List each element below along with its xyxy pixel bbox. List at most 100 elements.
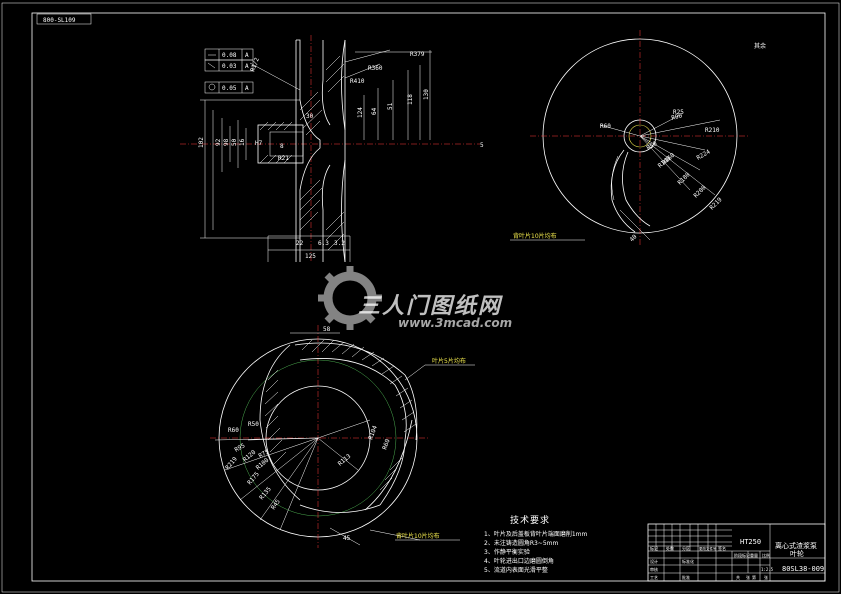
tb-cell-14: 共 bbox=[736, 574, 740, 580]
dim-16: 16 bbox=[239, 138, 246, 146]
blade-view: R219 R175 R135 R120 R100 R95 R75 R60 R50… bbox=[210, 325, 475, 548]
dim-64: 64 bbox=[371, 107, 378, 115]
tech-item-5: 5、流道内表面光滑平整 bbox=[484, 567, 548, 574]
plan-dim-r224: R224 bbox=[696, 148, 712, 161]
dim-r1-2: R1/2 bbox=[249, 56, 261, 72]
blade-dim-r60: R60 bbox=[228, 427, 239, 434]
rear-shroud-section bbox=[296, 39, 321, 262]
dim-125: 125 bbox=[305, 253, 316, 260]
tb-cell-1: 处数 bbox=[666, 545, 674, 551]
blade-dim-45: 45 bbox=[343, 535, 351, 542]
blade-label-top: 叶片5片均布 bbox=[432, 357, 466, 365]
plan-dim-40: 40 bbox=[628, 233, 638, 243]
dim-3-2: 3.2 bbox=[334, 240, 345, 247]
dim-r360: R360 bbox=[368, 65, 383, 72]
tb-cell-15: 张 bbox=[746, 574, 750, 580]
elevation-view: 0.08 0.03 0.05 A A A bbox=[180, 35, 484, 263]
tb-cell-7: 标准化 bbox=[682, 558, 694, 564]
tolerance-frame-3 bbox=[204, 81, 254, 94]
tb-cell-8: 阶段标记 bbox=[734, 552, 750, 558]
blade-1 bbox=[294, 342, 418, 441]
plan-dim-r90: R90 bbox=[671, 112, 684, 122]
dim-130: 130 bbox=[423, 89, 430, 100]
watermark-gear-icon bbox=[318, 266, 382, 330]
watermark: 三人门图纸网 www.3mcad.com bbox=[320, 258, 530, 338]
tb-cell-9: 重量 bbox=[750, 552, 758, 558]
tb-cell-3: 更改文件号 bbox=[699, 546, 717, 551]
tech-item-2: 2、未注铸造圆角R3~5mm bbox=[484, 540, 559, 547]
plan-dim-r180: R180 bbox=[676, 171, 691, 186]
tech-item-4: 4、叶轮进出口边磨圆倒角 bbox=[484, 558, 554, 565]
blade-dim-r50: R50 bbox=[248, 421, 259, 428]
dim-22: 22 bbox=[296, 240, 304, 247]
plan-dim-r219: R219 bbox=[708, 196, 723, 211]
blade-label-bottom: 背叶片10片均布 bbox=[396, 532, 440, 540]
title-material: HT250 bbox=[740, 538, 761, 546]
datum-ref-3: A bbox=[245, 85, 249, 92]
blade-dim-58: 58 bbox=[323, 326, 331, 333]
dim-30: 30 bbox=[306, 113, 314, 120]
plan-label: 背叶片10片均布 bbox=[513, 232, 557, 240]
blade-4 bbox=[299, 504, 381, 513]
dim-92: 92 bbox=[215, 138, 222, 146]
dim-5: 5 bbox=[480, 142, 484, 149]
tb-cell-11: 审核 bbox=[650, 566, 658, 572]
plan-dim-r210: R210 bbox=[705, 127, 720, 134]
tb-cell-18: 1:2.5 bbox=[761, 567, 774, 572]
blade-dim-r45: R45 bbox=[270, 498, 282, 511]
dim-r410: R410 bbox=[350, 78, 365, 85]
tech-item-3: 3、作静平衡实验 bbox=[484, 549, 530, 556]
dim-124: 124 bbox=[357, 107, 364, 118]
plan-dim-r200: R200 bbox=[692, 184, 707, 199]
stamp-box bbox=[36, 13, 92, 25]
plan-dim-r60: R60 bbox=[600, 123, 611, 130]
blade-5 bbox=[379, 439, 406, 506]
title-name-2: 叶轮 bbox=[790, 549, 804, 558]
plan-dim-r50: R50 bbox=[646, 140, 659, 152]
tb-cell-4: 签名 bbox=[718, 545, 726, 551]
blade-dim-r75: R75 bbox=[258, 448, 271, 460]
plan-dim-r25: R25 bbox=[673, 109, 684, 116]
dim-6-3: 6.3 bbox=[318, 240, 329, 247]
tech-item-1: 1、叶片及后盖板背叶片端面磨削1mm bbox=[484, 531, 588, 538]
blade-2 bbox=[364, 419, 413, 511]
dim-118: 118 bbox=[407, 94, 414, 105]
tb-cell-0: 标记 bbox=[650, 545, 658, 551]
blade-dim-r95: R95 bbox=[234, 442, 247, 454]
dim-50: 50 bbox=[231, 138, 238, 146]
inner-border bbox=[31, 12, 826, 582]
watermark-url: www.3mcad.com bbox=[398, 316, 513, 330]
blade-3 bbox=[259, 344, 301, 501]
tb-cell-6: 设计 bbox=[650, 558, 658, 564]
tb-cell-12: 工艺 bbox=[650, 575, 658, 580]
tb-cell-16: 第 bbox=[752, 574, 756, 580]
blade-dim-r104: R104 bbox=[367, 424, 379, 440]
dim-8: 8 bbox=[280, 143, 284, 150]
back-vane bbox=[610, 149, 636, 233]
tb-cell-13: 批准 bbox=[682, 574, 690, 580]
tb-cell-2: 分区 bbox=[682, 545, 690, 551]
tolerance-value-3: 0.05 bbox=[222, 85, 237, 92]
blade-dim-r135: R135 bbox=[258, 485, 273, 501]
dim-102: 102 bbox=[198, 137, 205, 148]
dim-r21: R21 bbox=[278, 155, 289, 162]
plan-view: 其余 R60 R90 R50 R160 R180 R200 R224 R210 … bbox=[510, 30, 766, 245]
dim-51: 51 bbox=[387, 102, 394, 110]
dim-h7: H7 bbox=[255, 140, 263, 147]
blade-dim-r219: R219 bbox=[224, 455, 239, 471]
watermark-brand: 三人门图纸网 bbox=[358, 294, 503, 319]
tech-title: 技术要求 bbox=[510, 516, 551, 526]
title-code: 80SL38-009 bbox=[782, 565, 824, 573]
tb-cell-17: 张 bbox=[764, 574, 768, 580]
title-block: HT250 离心式渣浆泵 叶轮 80SL38-009 标记 处数 分区 更改文件… bbox=[647, 523, 826, 582]
tolerance-frame-2 bbox=[204, 59, 254, 72]
datum-ref-1: A bbox=[245, 52, 249, 59]
tolerance-value-1: 0.08 bbox=[222, 52, 237, 59]
dim-r379: R379 bbox=[410, 51, 425, 58]
datum-ref-2: A bbox=[245, 63, 249, 70]
title-name-1: 离心式渣浆泵 bbox=[775, 541, 817, 550]
plan-note: 其余 bbox=[754, 42, 766, 50]
